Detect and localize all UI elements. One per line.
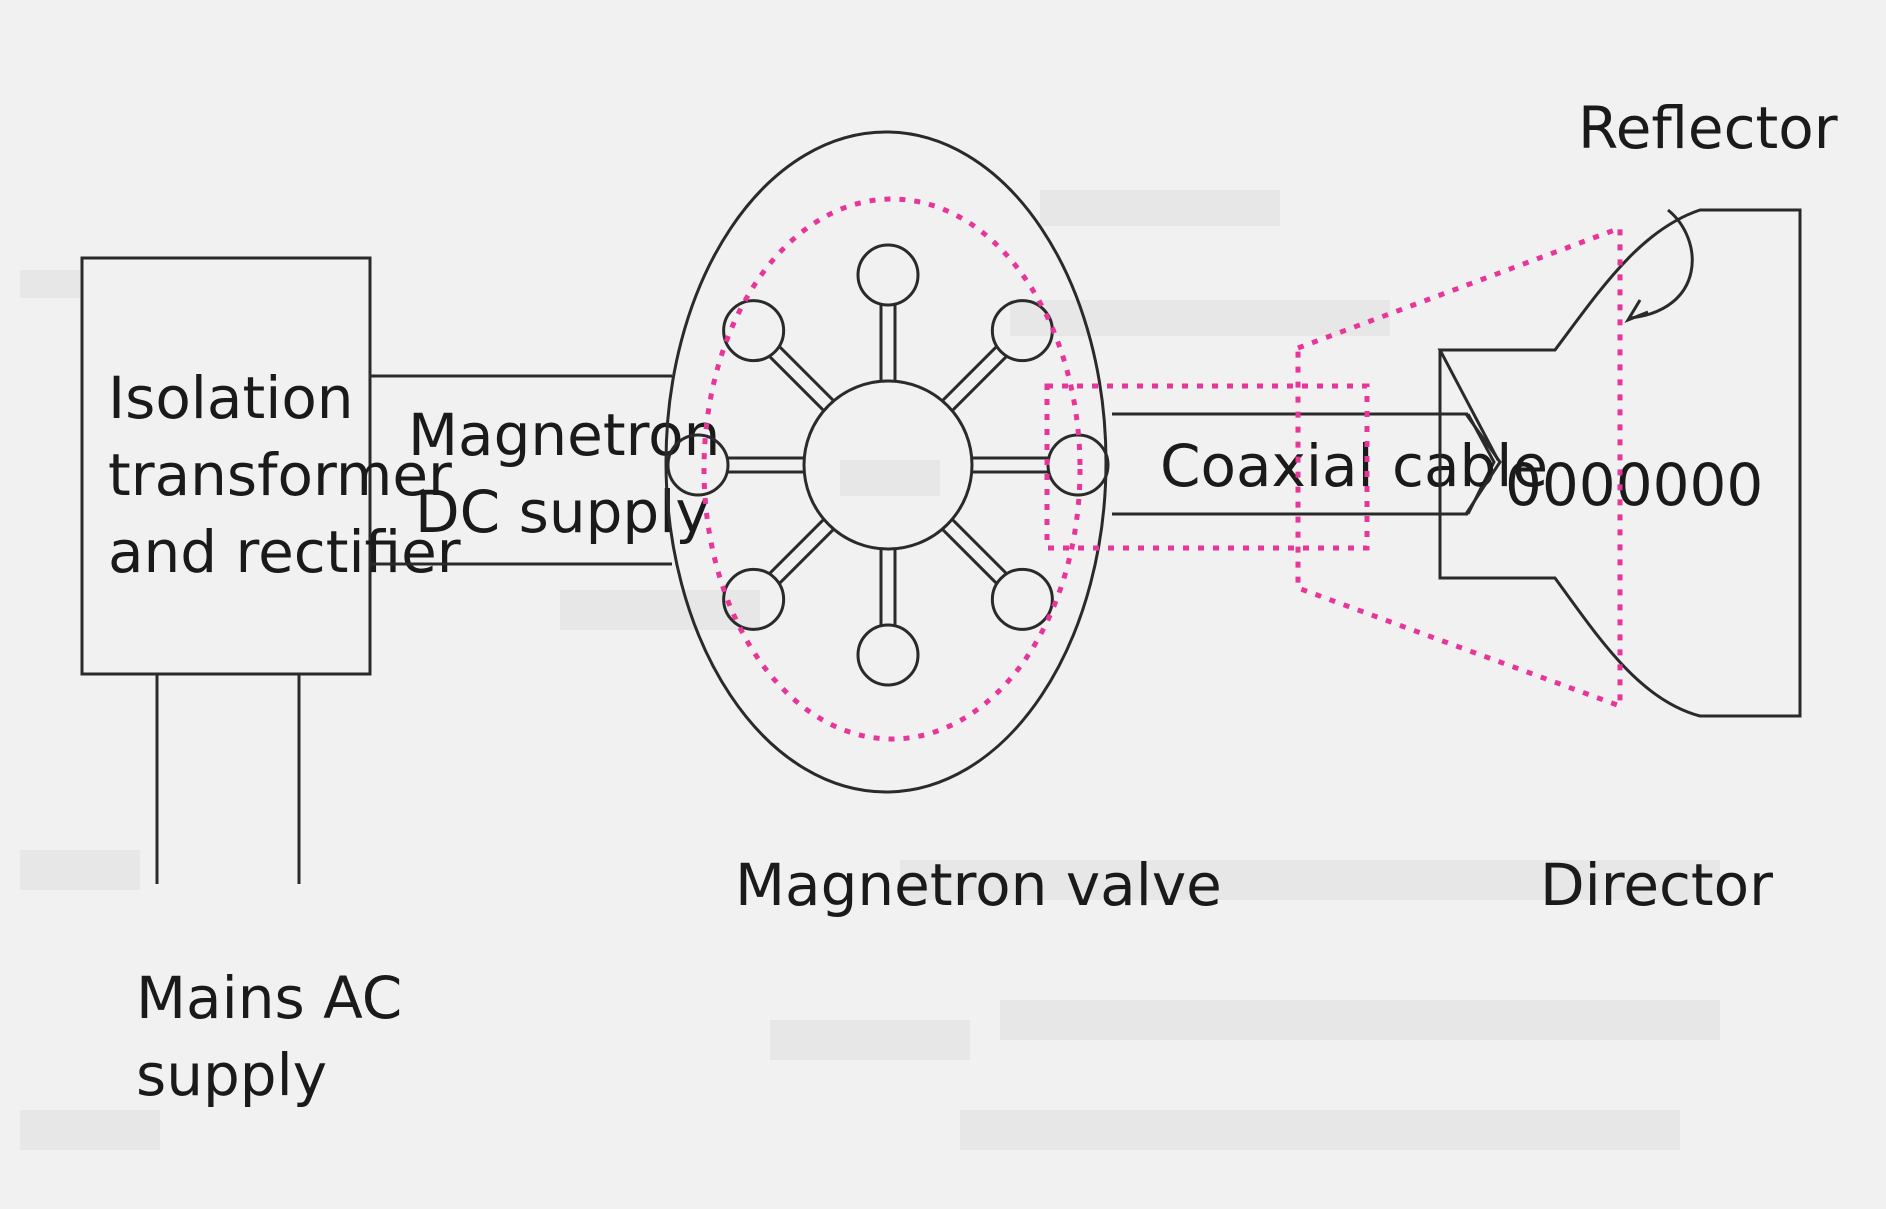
highlight-horn-trapezoid [1295,224,1623,710]
reflector-arrowhead [1624,299,1649,324]
cavity-hole-3 [722,567,786,631]
magnetron-outer-ring [664,130,1108,794]
cavity-slot-7-1 [941,345,998,402]
horn-shape [1437,208,1802,718]
director-inner-arrow [1464,413,1502,515]
cavity-slot-1-1 [951,518,1008,575]
cavity-hole-2 [856,623,920,687]
director-label: Director [1540,851,1773,919]
dc-supply-label-line1: Magnetron [408,401,720,469]
director-coil: 0000000 [1505,451,1763,519]
isolation-label-line3: and rectifier [108,518,461,586]
background-texture [20,190,1720,1150]
cavity-hole-6 [856,243,920,307]
horn-reflector: 0000000 Reflector Director [1437,94,1838,919]
resonant-cavities [666,243,1110,687]
magnetron-cathode [802,379,974,551]
cavity-slot-5-0 [778,345,835,402]
mains-ac-leads: Mains AC supply [136,674,402,1109]
mains-label-line1: Mains AC [136,964,402,1032]
reflector-label: Reflector [1578,94,1838,162]
isolation-transformer-block: Isolation transformer and rectifier [80,256,461,676]
cavity-slot-5-1 [768,355,825,412]
isolation-label-line1: Isolation [108,364,354,432]
highlight-annotations [701,196,1623,742]
cavity-slot-3-1 [778,528,835,585]
isolation-label-line2: transformer [108,441,452,509]
cavity-slot-1-0 [941,528,998,585]
cavity-hole-4 [666,433,730,497]
cavity-slot-3-0 [768,518,825,575]
magnetron-valve-label: Magnetron valve [735,851,1222,919]
cavity-hole-5 [722,299,786,363]
magnetron-valve: Magnetron valve [664,130,1222,919]
dc-supply-label-line2: DC supply [415,478,710,546]
highlight-magnetron-ring [701,196,1083,742]
reflector-pointer [1629,208,1694,320]
cavity-hole-1 [990,567,1054,631]
mains-label-line2: supply [136,1041,327,1109]
isolation-transformer-box [80,256,372,676]
cavity-slot-7-0 [951,355,1008,412]
